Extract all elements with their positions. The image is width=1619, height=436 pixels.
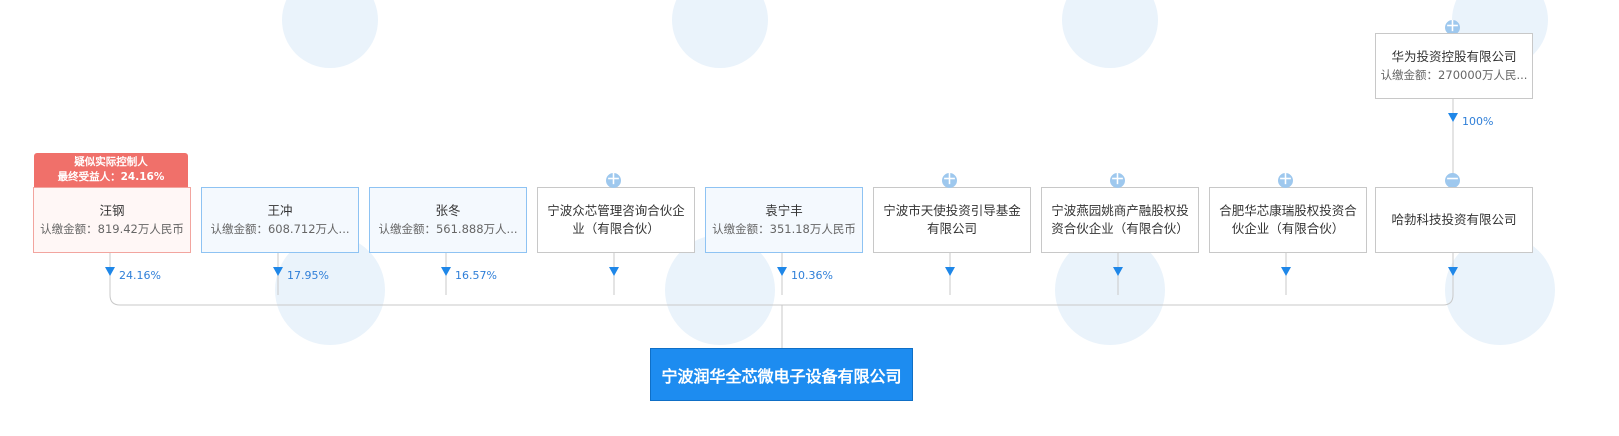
- expand-icon[interactable]: ＋: [1445, 19, 1460, 35]
- arrow-down-icon: [1448, 113, 1458, 122]
- share-percent: 16.57%: [455, 269, 497, 282]
- arrow-down-icon: [609, 267, 619, 276]
- subscribed-amount: 认缴金额：270000万人民...: [1380, 68, 1528, 82]
- shareholder-name: 汪钢: [99, 203, 125, 218]
- subscribed-amount: 认缴金额：561.888万人...: [378, 222, 518, 236]
- share-percent: 24.16%: [119, 269, 161, 282]
- arrow-down-icon: [273, 267, 283, 276]
- badge-line-1: 疑似实际控制人: [74, 156, 148, 168]
- target-company-name: 宁波润华全芯微电子设备有限公司: [661, 366, 902, 386]
- arrow-down-icon: [1113, 267, 1123, 276]
- subscribed-amount: 认缴金额：819.42万人民币: [40, 222, 184, 236]
- shareholder-node-7[interactable]: 合肥华芯康瑞股权投资合伙企业（有限合伙）: [1209, 187, 1367, 253]
- shareholder-node-2[interactable]: 张冬 认缴金额：561.888万人...: [369, 187, 527, 253]
- shareholder-node-3[interactable]: 宁波众芯管理咨询合伙企业（有限合伙）: [537, 187, 695, 253]
- collapse-icon[interactable]: －: [1445, 172, 1460, 188]
- arrow-down-icon: [777, 267, 787, 276]
- expand-icon[interactable]: ＋: [1278, 172, 1293, 188]
- shareholder-name: 哈勃科技投资有限公司: [1391, 212, 1517, 227]
- shareholder-name: 宁波市天使投资引导基金有限公司: [883, 203, 1021, 236]
- shareholder-node-0[interactable]: 汪钢 认缴金额：819.42万人民币: [33, 187, 191, 253]
- shareholder-node-8[interactable]: 哈勃科技投资有限公司: [1375, 187, 1533, 253]
- shareholder-node-6[interactable]: 宁波燕园姚商产融股权投资合伙企业（有限合伙）: [1041, 187, 1199, 253]
- actual-controller-badge: 疑似实际控制人 最终受益人：24.16%: [34, 153, 188, 187]
- shareholder-name: 华为投资控股有限公司: [1391, 49, 1517, 64]
- subscribed-amount: 认缴金额：608.712万人...: [210, 222, 350, 236]
- shareholder-name: 袁宁丰: [765, 203, 803, 218]
- shareholder-node-1[interactable]: 王冲 认缴金额：608.712万人...: [201, 187, 359, 253]
- target-company-node[interactable]: 宁波润华全芯微电子设备有限公司: [650, 348, 913, 401]
- shareholder-name: 合肥华芯康瑞股权投资合伙企业（有限合伙）: [1219, 203, 1357, 236]
- shareholder-node-huawei[interactable]: 华为投资控股有限公司 认缴金额：270000万人民...: [1375, 33, 1533, 99]
- shareholder-name: 宁波燕园姚商产融股权投资合伙企业（有限合伙）: [1051, 203, 1189, 236]
- shareholder-name: 王冲: [267, 203, 293, 218]
- shareholder-node-4[interactable]: 袁宁丰 认缴金额：351.18万人民币: [705, 187, 863, 253]
- arrow-down-icon: [441, 267, 451, 276]
- subscribed-amount: 认缴金额：351.18万人民币: [712, 222, 856, 236]
- arrow-down-icon: [945, 267, 955, 276]
- expand-icon[interactable]: ＋: [606, 172, 621, 188]
- share-percent: 17.95%: [287, 269, 329, 282]
- badge-line-2: 最终受益人：24.16%: [57, 171, 165, 183]
- shareholder-name: 张冬: [435, 203, 461, 218]
- arrow-down-icon: [1281, 267, 1291, 276]
- shareholder-node-5[interactable]: 宁波市天使投资引导基金有限公司: [873, 187, 1031, 253]
- arrow-down-icon: [1448, 267, 1458, 276]
- arrow-down-icon: [105, 267, 115, 276]
- shareholder-name: 宁波众芯管理咨询合伙企业（有限合伙）: [547, 203, 685, 236]
- expand-icon[interactable]: ＋: [942, 172, 957, 188]
- share-percent: 10.36%: [791, 269, 833, 282]
- expand-icon[interactable]: ＋: [1110, 172, 1125, 188]
- share-percent: 100%: [1462, 115, 1494, 128]
